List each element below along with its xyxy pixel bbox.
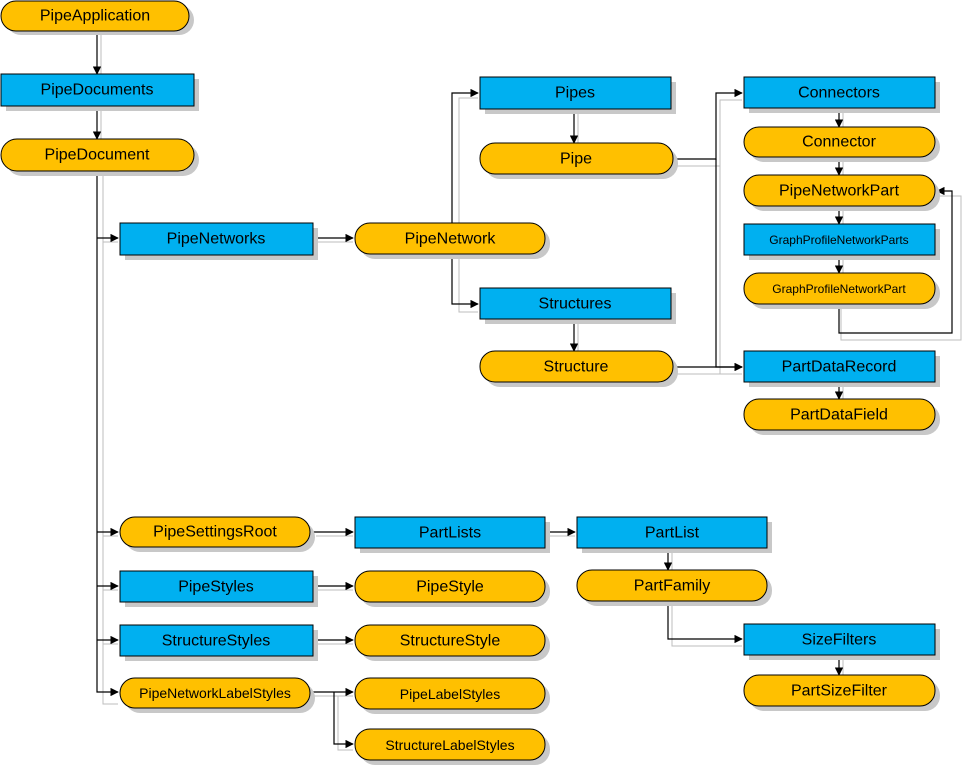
pipe-network-part-label: PipeNetworkPart xyxy=(779,183,900,200)
pipe-styles-shape xyxy=(119,570,314,603)
graph-profile-network-part-shape xyxy=(743,272,936,305)
pipe-application-shape xyxy=(0,0,190,32)
structure-label-styles-shape xyxy=(354,728,546,761)
node-part-lists: PartLists xyxy=(354,516,550,553)
pipe-networks-shape xyxy=(119,222,314,256)
node-part-size-filter: PartSizeFilter xyxy=(743,674,940,711)
node-structure: Structure xyxy=(479,350,678,387)
graph-profile-network-part-label: GraphProfileNetworkPart xyxy=(772,282,906,296)
node-pipe-application: PipeApplication xyxy=(0,0,194,35)
edge-pipenetwork-pipes xyxy=(451,88,479,238)
part-data-field-shape xyxy=(743,398,936,431)
pipe-shape xyxy=(479,142,674,175)
pipe-label: Pipe xyxy=(560,151,592,168)
part-size-filter-shape xyxy=(743,674,936,707)
pipe-network-label-styles-label: PipeNetworkLabelStyles xyxy=(139,685,291,701)
structure-styles-label: StructureStyles xyxy=(162,633,270,650)
graph-profile-network-parts-label: GraphProfileNetworkParts xyxy=(769,233,908,247)
connectors-label: Connectors xyxy=(798,85,880,102)
part-lists-shape xyxy=(354,516,546,549)
node-pipe-settings-root: PipeSettingsRoot xyxy=(119,516,315,552)
structure-style-shape xyxy=(354,624,546,657)
node-pipe-style: PipeStyle xyxy=(354,570,550,607)
pipe-network-label-styles-shape xyxy=(119,677,311,709)
pipe-documents-shape xyxy=(0,73,195,107)
node-pipe-label-styles: PipeLabelStyles xyxy=(354,677,550,714)
node-pipe: Pipe xyxy=(479,142,678,179)
node-size-filters: SizeFilters xyxy=(743,623,940,660)
connectors-shape xyxy=(743,76,936,109)
part-size-filter-label: PartSizeFilter xyxy=(791,683,888,700)
node-structure-label-styles: StructureLabelStyles xyxy=(354,728,550,765)
node-pipes: Pipes xyxy=(479,76,676,114)
connector-shape xyxy=(743,126,936,158)
pipe-styles-label: PipeStyles xyxy=(178,579,254,596)
edge-partfamily-sizefilters xyxy=(667,601,743,644)
connector-label: Connector xyxy=(802,134,876,151)
pipe-network-part-shape xyxy=(743,174,936,207)
node-pipe-network-part: PipeNetworkPart xyxy=(743,174,940,211)
pipe-network-shape xyxy=(354,222,546,255)
edge-graphpart-pipenetworkpart xyxy=(838,186,953,334)
pipe-settings-root-label: PipeSettingsRoot xyxy=(153,524,277,541)
part-family-label: PartFamily xyxy=(634,578,710,595)
node-pipe-networks: PipeNetworks xyxy=(119,222,318,260)
node-pipe-network: PipeNetwork xyxy=(354,222,550,259)
part-list-label: PartList xyxy=(645,525,700,542)
node-pipe-styles: PipeStyles xyxy=(119,570,318,607)
node-graph-profile-network-part: GraphProfileNetworkPart xyxy=(743,272,940,309)
pipe-networks-label: PipeNetworks xyxy=(167,231,266,248)
node-part-list: PartList xyxy=(576,516,772,553)
pipes-label: Pipes xyxy=(555,85,595,102)
part-lists-label: PartLists xyxy=(419,525,481,542)
edge-labelstyles-structurelabelstyles xyxy=(333,692,354,749)
structures-label: Structures xyxy=(539,296,612,313)
node-structure-style: StructureStyle xyxy=(354,624,550,661)
part-data-record-shape xyxy=(743,350,936,383)
node-part-data-record: PartDataRecord xyxy=(743,350,940,387)
size-filters-shape xyxy=(743,623,936,656)
structure-style-label: StructureStyle xyxy=(400,633,501,650)
node-pipe-documents: PipeDocuments xyxy=(0,73,199,111)
node-part-data-field: PartDataField xyxy=(743,398,940,435)
pipes-shape xyxy=(479,76,672,110)
pipe-label-styles-shape xyxy=(354,677,546,710)
size-filters-label: SizeFilters xyxy=(802,632,877,649)
pipe-settings-root-shape xyxy=(119,516,311,548)
node-structure-styles: StructureStyles xyxy=(119,624,318,661)
pipe-application-label: PipeApplication xyxy=(40,8,150,25)
node-pipe-network-label-styles: PipeNetworkLabelStyles xyxy=(119,677,315,713)
structure-label-styles-label: StructureLabelStyles xyxy=(385,737,514,753)
graph-profile-network-parts-shape xyxy=(743,223,936,256)
part-data-record-label: PartDataRecord xyxy=(782,359,897,376)
structures-shape xyxy=(479,287,672,320)
structure-label: Structure xyxy=(544,359,609,376)
pipe-document-label: PipeDocument xyxy=(45,147,151,164)
edge-pipe-connectors xyxy=(676,88,743,160)
node-connectors: Connectors xyxy=(743,76,940,113)
pipe-label-styles-label: PipeLabelStyles xyxy=(400,686,500,702)
part-list-shape xyxy=(576,516,768,549)
part-data-field-label: PartDataField xyxy=(790,407,888,424)
node-structures: Structures xyxy=(479,287,676,324)
edge-pipenetwork-structures xyxy=(451,238,479,309)
edge-document-trunk xyxy=(96,171,119,697)
connectors xyxy=(92,31,953,749)
part-family-shape xyxy=(576,569,768,602)
structure-styles-shape xyxy=(119,624,314,657)
pipe-document-shape xyxy=(0,138,195,172)
node-pipe-document: PipeDocument xyxy=(0,138,199,176)
pipe-style-shape xyxy=(354,570,546,603)
pipe-network-label: PipeNetwork xyxy=(405,231,497,248)
structure-shape xyxy=(479,350,674,383)
pipe-documents-label: PipeDocuments xyxy=(41,82,154,99)
node-connector: Connector xyxy=(743,126,940,162)
node-part-family: PartFamily xyxy=(576,569,772,606)
node-graph-profile-network-parts: GraphProfileNetworkParts xyxy=(743,223,940,260)
pipe-style-label: PipeStyle xyxy=(416,579,484,596)
